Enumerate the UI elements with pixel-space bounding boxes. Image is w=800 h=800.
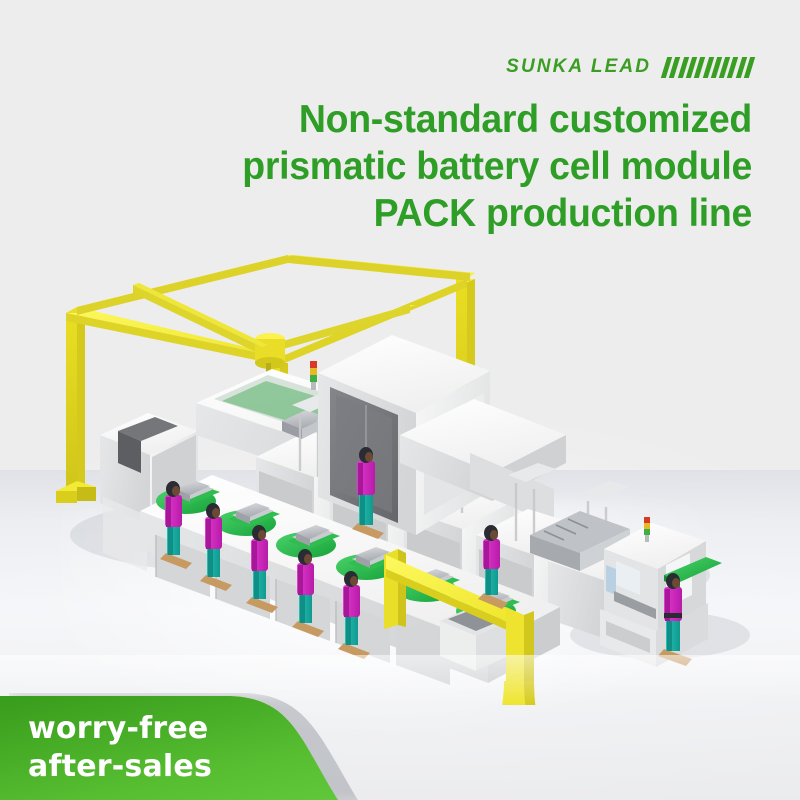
worker	[160, 481, 192, 569]
station	[216, 503, 280, 536]
brand-bars-icon	[660, 56, 756, 78]
ribbon-line-1: worry-free	[28, 711, 209, 746]
signal-tower-end	[644, 517, 650, 542]
worker	[478, 525, 508, 609]
production-line-illustration	[0, 255, 800, 705]
worker	[352, 447, 384, 539]
ribbon-line-2: after-sales	[28, 749, 213, 784]
worker	[200, 503, 232, 591]
station	[276, 525, 340, 558]
brand-logo-line: SUNKA LEAD	[506, 56, 756, 78]
brand-name: SUNKA LEAD	[506, 56, 652, 77]
worker	[246, 525, 278, 613]
workers-group	[160, 447, 692, 666]
headline-line-3: PACK production line	[373, 192, 753, 235]
signal-tower-top	[310, 361, 317, 390]
worker	[292, 549, 324, 637]
headline-line-1: Non-standard customized	[298, 98, 752, 141]
ribbon-label: worry-free after-sales	[28, 710, 212, 786]
after-sales-ribbon: worry-free after-sales	[0, 675, 420, 800]
headline-line-2: prismatic battery cell module	[242, 145, 752, 188]
page-title: Non-standard customized prismatic batter…	[138, 96, 752, 237]
